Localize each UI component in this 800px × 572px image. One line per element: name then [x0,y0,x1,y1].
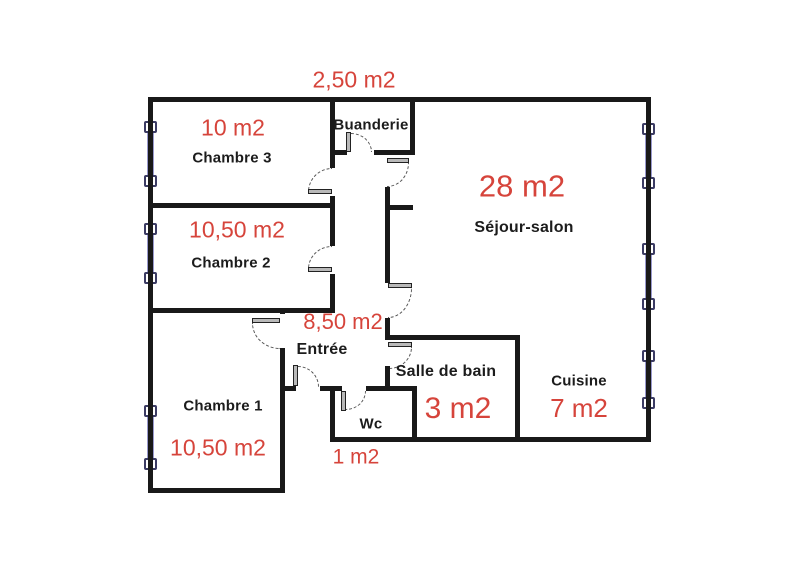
wall-segment [385,318,390,340]
wall-segment [385,335,520,340]
door-leaf [341,391,346,411]
wall-segment [148,97,153,493]
door-leaf [388,283,412,288]
wall-segment [280,386,296,391]
wall-segment [330,386,335,442]
wall-segment [385,205,413,210]
door-leaf [293,365,298,386]
wall-segment [366,386,417,391]
room-label-sejour-salon: Séjour-salon [474,219,574,236]
area-label-chambre-1: 10,50 m2 [170,434,266,461]
area-label-sejour-salon: 28 m2 [478,168,566,204]
wall-segment [385,366,390,389]
door-leaf [387,158,409,163]
area-label-cuisine: 7 m2 [550,393,608,423]
door-swing-arc [387,163,409,187]
wall-segment [330,274,335,313]
area-label-chambre-3: 10 m2 [201,114,265,141]
wall-segment [385,187,390,283]
door-swing-arc [252,323,280,349]
door-swing-arc [351,133,372,152]
room-label-wc: Wc [359,415,383,433]
room-label-chambre-2: Chambre 2 [191,254,271,272]
door-swing-arc [388,288,412,318]
wall-segment [330,196,335,246]
room-label-entree: Entrée [296,341,348,358]
door-leaf [346,132,351,152]
door-swing-arc [308,246,332,269]
room-label-buanderie: Buanderie [333,116,409,134]
wall-segment [330,97,335,168]
area-label-buanderie: 2,50 m2 [312,66,396,93]
wall-segment [320,386,342,391]
area-label-wc: 1 m2 [332,445,380,469]
area-label-chambre-2: 10,50 m2 [189,216,285,243]
door-leaf [388,342,412,347]
wall-segment [515,335,520,442]
wall-segment [148,488,285,493]
wall-segment [374,150,415,155]
door-swing-arc [298,366,319,387]
wall-segment [412,386,417,442]
wall-segment [330,150,347,155]
wall-segment [148,97,651,102]
room-label-chambre-1: Chambre 1 [183,397,263,415]
area-label-entree: 8,50 m2 [303,309,383,334]
door-leaf [308,189,332,194]
door-leaf [308,267,332,272]
area-label-salle-de-bain: 3 m2 [424,392,492,425]
wall-segment [280,348,285,493]
wall-segment [330,437,651,442]
wall-segment [410,97,415,155]
room-label-salle-de-bain: Salle de bain [395,363,497,380]
room-label-cuisine: Cuisine [551,372,607,390]
door-leaf [252,318,280,323]
door-swing-arc [346,391,366,410]
room-label-chambre-3: Chambre 3 [192,149,272,167]
wall-segment [148,203,335,208]
wall-segment [148,308,335,313]
wall-segment [646,97,651,442]
